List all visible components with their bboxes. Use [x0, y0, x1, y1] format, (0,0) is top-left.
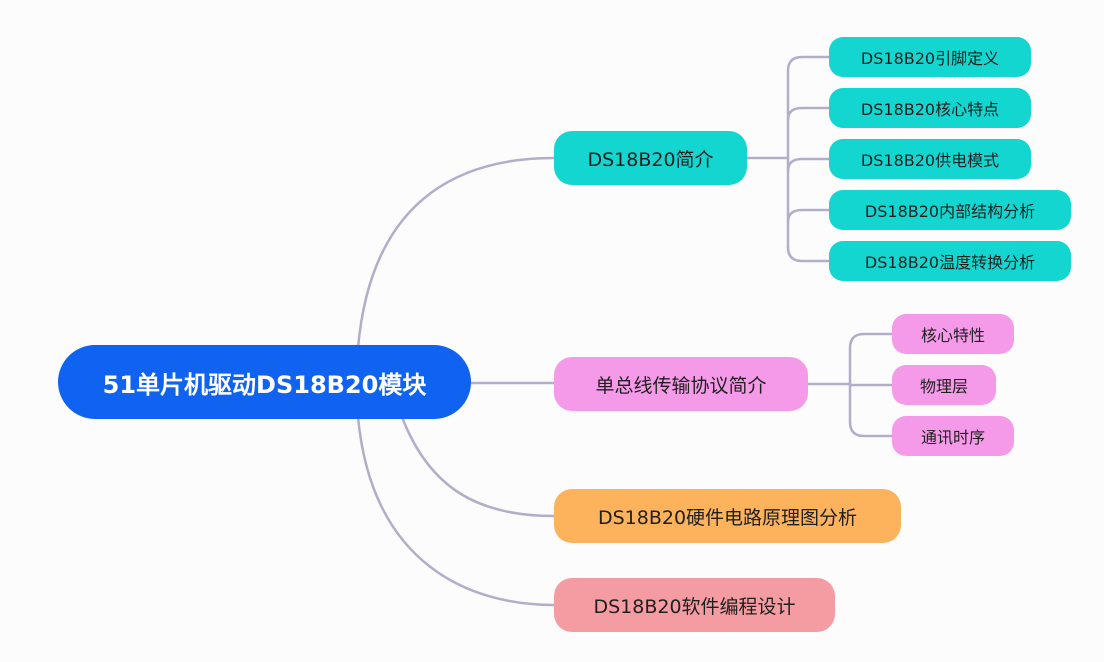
branch-software-design[interactable]: DS18B20软件编程设计: [554, 578, 835, 632]
connector-branch1-leaf-2: [786, 106, 831, 122]
branch-onewire-protocol[interactable]: 单总线传输协议简介: [554, 357, 808, 411]
connector-root-branch-1: [356, 156, 556, 350]
root-topic[interactable]: 51单片机驱动DS18B20模块: [58, 345, 471, 419]
leaf-power-modes[interactable]: DS18B20供电模式: [829, 139, 1031, 179]
leaf-pin-definition[interactable]: DS18B20引脚定义: [829, 37, 1031, 77]
connector-branch1-leaf-5: [786, 245, 831, 263]
branch-ds18b20-intro[interactable]: DS18B20简介: [554, 131, 747, 185]
branch-hardware-schematic[interactable]: DS18B20硬件电路原理图分析: [554, 489, 901, 543]
leaf-core-features[interactable]: DS18B20核心特点: [829, 88, 1031, 128]
leaf-temperature-conversion[interactable]: DS18B20温度转换分析: [829, 241, 1071, 281]
leaf-core-characteristics[interactable]: 核心特性: [892, 314, 1014, 354]
connector-branch2-leaf-3: [848, 420, 894, 438]
leaf-communication-timing[interactable]: 通讯时序: [892, 416, 1014, 456]
leaf-physical-layer[interactable]: 物理层: [892, 365, 996, 405]
connector-branch2-leaf-1: [848, 332, 894, 350]
connector-branch1-leaf-3: [786, 157, 831, 173]
connector-root-branch-3: [400, 415, 556, 518]
leaf-internal-structure[interactable]: DS18B20内部结构分析: [829, 190, 1071, 230]
connector-root-branch-4: [356, 415, 556, 607]
connector-branch1-leaf-4: [786, 208, 831, 224]
connector-branch1-leaf-1: [786, 55, 831, 73]
